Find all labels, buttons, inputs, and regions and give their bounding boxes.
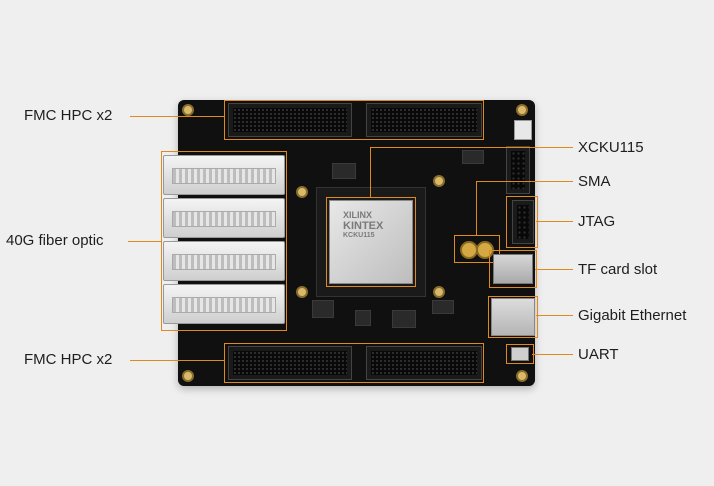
fmc-connector-bottom-right — [366, 346, 482, 380]
highlight-tf — [489, 250, 537, 288]
leader-jtag — [536, 221, 573, 222]
power-switch — [514, 120, 532, 140]
fpga-chip — [329, 200, 413, 284]
component — [462, 150, 484, 164]
highlight-sma — [454, 235, 500, 263]
qsfp-cage-1 — [163, 155, 285, 195]
component — [355, 310, 371, 326]
mount-hole — [182, 104, 194, 116]
leader-fmc-top — [130, 116, 224, 117]
chip-sub: KCKU115 — [343, 232, 375, 239]
label-gigabit-ethernet: Gigabit Ethernet — [578, 307, 687, 324]
component — [432, 300, 454, 314]
label-xcku115: XCKU115 — [578, 139, 644, 156]
fmc-connector-top-right — [366, 103, 482, 137]
component — [392, 310, 416, 328]
leader-xcku-v — [370, 147, 371, 197]
uart-usb-port — [511, 347, 529, 361]
component — [312, 300, 334, 318]
leader-eth — [536, 315, 573, 316]
mount-hole — [516, 104, 528, 116]
ethernet-jack — [491, 298, 535, 336]
qsfp-cage-2 — [163, 198, 285, 238]
highlight-fiber — [161, 151, 287, 331]
leader-sma-v — [476, 181, 477, 235]
leader-uart — [532, 354, 573, 355]
jtag-header — [512, 200, 534, 244]
chip-name: KINTEX — [343, 220, 384, 232]
highlight-uart — [506, 344, 534, 364]
leader-fmc-bottom — [130, 360, 224, 361]
power-header — [506, 146, 530, 194]
label-uart: UART — [578, 346, 619, 363]
mount-hole — [182, 370, 194, 382]
label-fmc-bottom: FMC HPC x2 — [24, 351, 113, 368]
qsfp-cage-4 — [163, 284, 285, 324]
highlight-fmc-top — [224, 100, 484, 140]
component — [332, 163, 356, 179]
leader-fiber — [128, 241, 161, 242]
fpga-marking: XILINX KINTEX KCKU115 — [343, 210, 383, 239]
highlight-fmc-bottom — [224, 343, 484, 383]
leader-sma-h — [476, 181, 573, 182]
highlight-eth — [488, 296, 538, 338]
fmc-connector-top-left — [228, 103, 352, 137]
label-fiber-optic: 40G fiber optic — [6, 232, 104, 249]
leader-xcku-h — [370, 147, 573, 148]
mount-hole — [433, 175, 445, 187]
mount-hole — [296, 186, 308, 198]
highlight-jtag — [506, 196, 538, 248]
label-jtag: JTAG — [578, 213, 616, 230]
mount-hole — [296, 286, 308, 298]
fmc-connector-bottom-left — [228, 346, 352, 380]
qsfp-cage-3 — [163, 241, 285, 281]
label-tf-card: TF card slot — [578, 261, 658, 278]
label-sma: SMA — [578, 173, 611, 190]
leader-tf — [535, 269, 573, 270]
mount-hole — [433, 286, 445, 298]
chip-brand: XILINX — [343, 210, 373, 220]
tf-card-slot — [493, 254, 533, 284]
mount-hole — [516, 370, 528, 382]
label-fmc-top: FMC HPC x2 — [24, 107, 113, 124]
highlight-xcku115 — [326, 197, 416, 287]
